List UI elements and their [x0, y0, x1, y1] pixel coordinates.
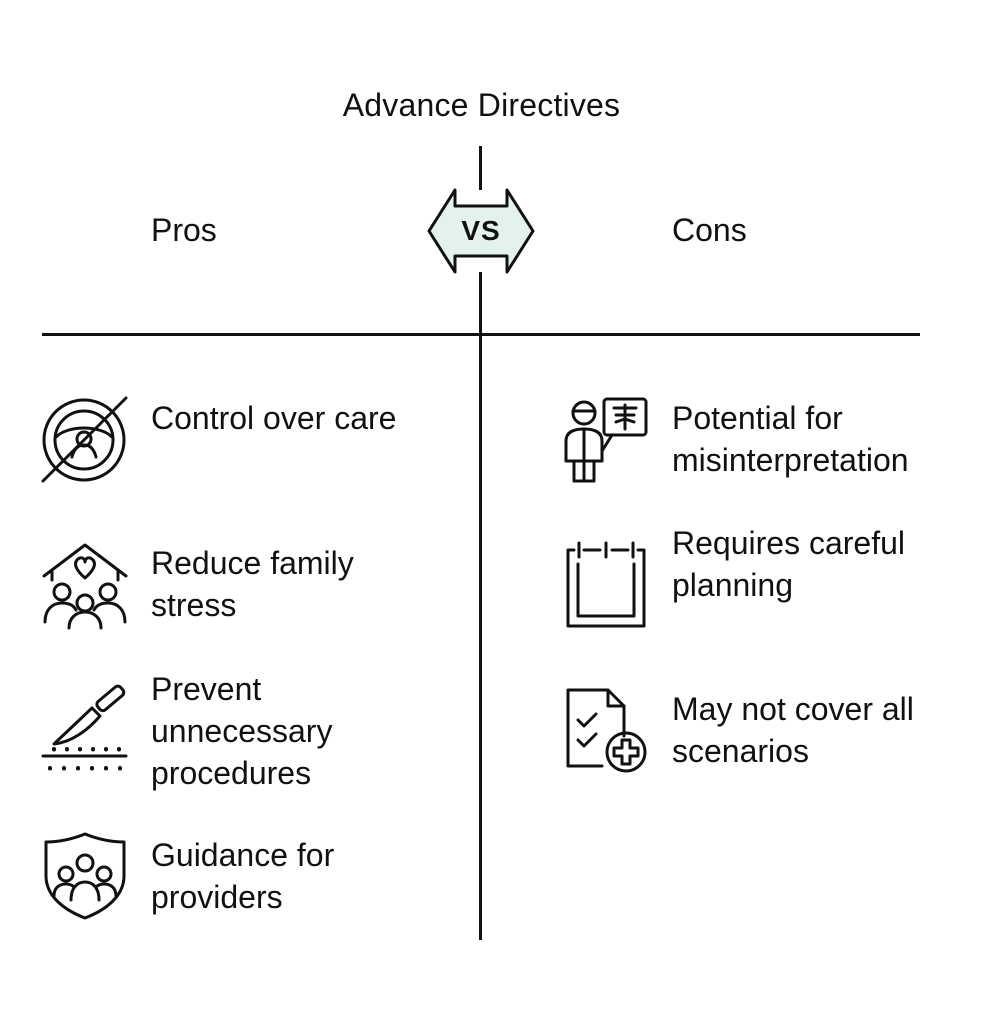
pro-item-guidance-for-providers: Guidance for providers	[151, 837, 335, 915]
cons-heading: Cons	[672, 212, 747, 248]
family-home-heart-icon	[40, 540, 130, 630]
center-divider	[479, 272, 482, 940]
pro-item-prevent-unnecessary-procedures: Prevent unnecessary procedures	[151, 671, 333, 791]
header-divider	[42, 333, 920, 336]
con-item-potential-for-misinterpretation: Potential for misinterpretation	[672, 400, 909, 478]
steering-wheel-crossed-icon	[40, 395, 130, 485]
center-divider-top	[479, 146, 482, 190]
pro-item-control-over-care: Control over care	[151, 400, 397, 436]
vs-label: VS	[461, 215, 501, 246]
scalpel-icon	[40, 682, 130, 772]
con-item-may-not-cover-all-scenarios: May not cover all scenarios	[672, 691, 914, 769]
shield-people-icon	[40, 830, 130, 920]
pro-item-reduce-family-stress: Reduce family stress	[151, 545, 354, 623]
pros-heading: Pros	[151, 212, 217, 248]
vs-double-arrow-icon	[427, 188, 535, 274]
diagram-title: Advance Directives	[342, 87, 621, 123]
calendar-icon	[560, 540, 650, 630]
doctor-xray-icon	[560, 395, 650, 485]
document-medical-icon	[560, 684, 650, 774]
con-item-requires-careful-planning: Requires careful planning	[672, 525, 905, 603]
